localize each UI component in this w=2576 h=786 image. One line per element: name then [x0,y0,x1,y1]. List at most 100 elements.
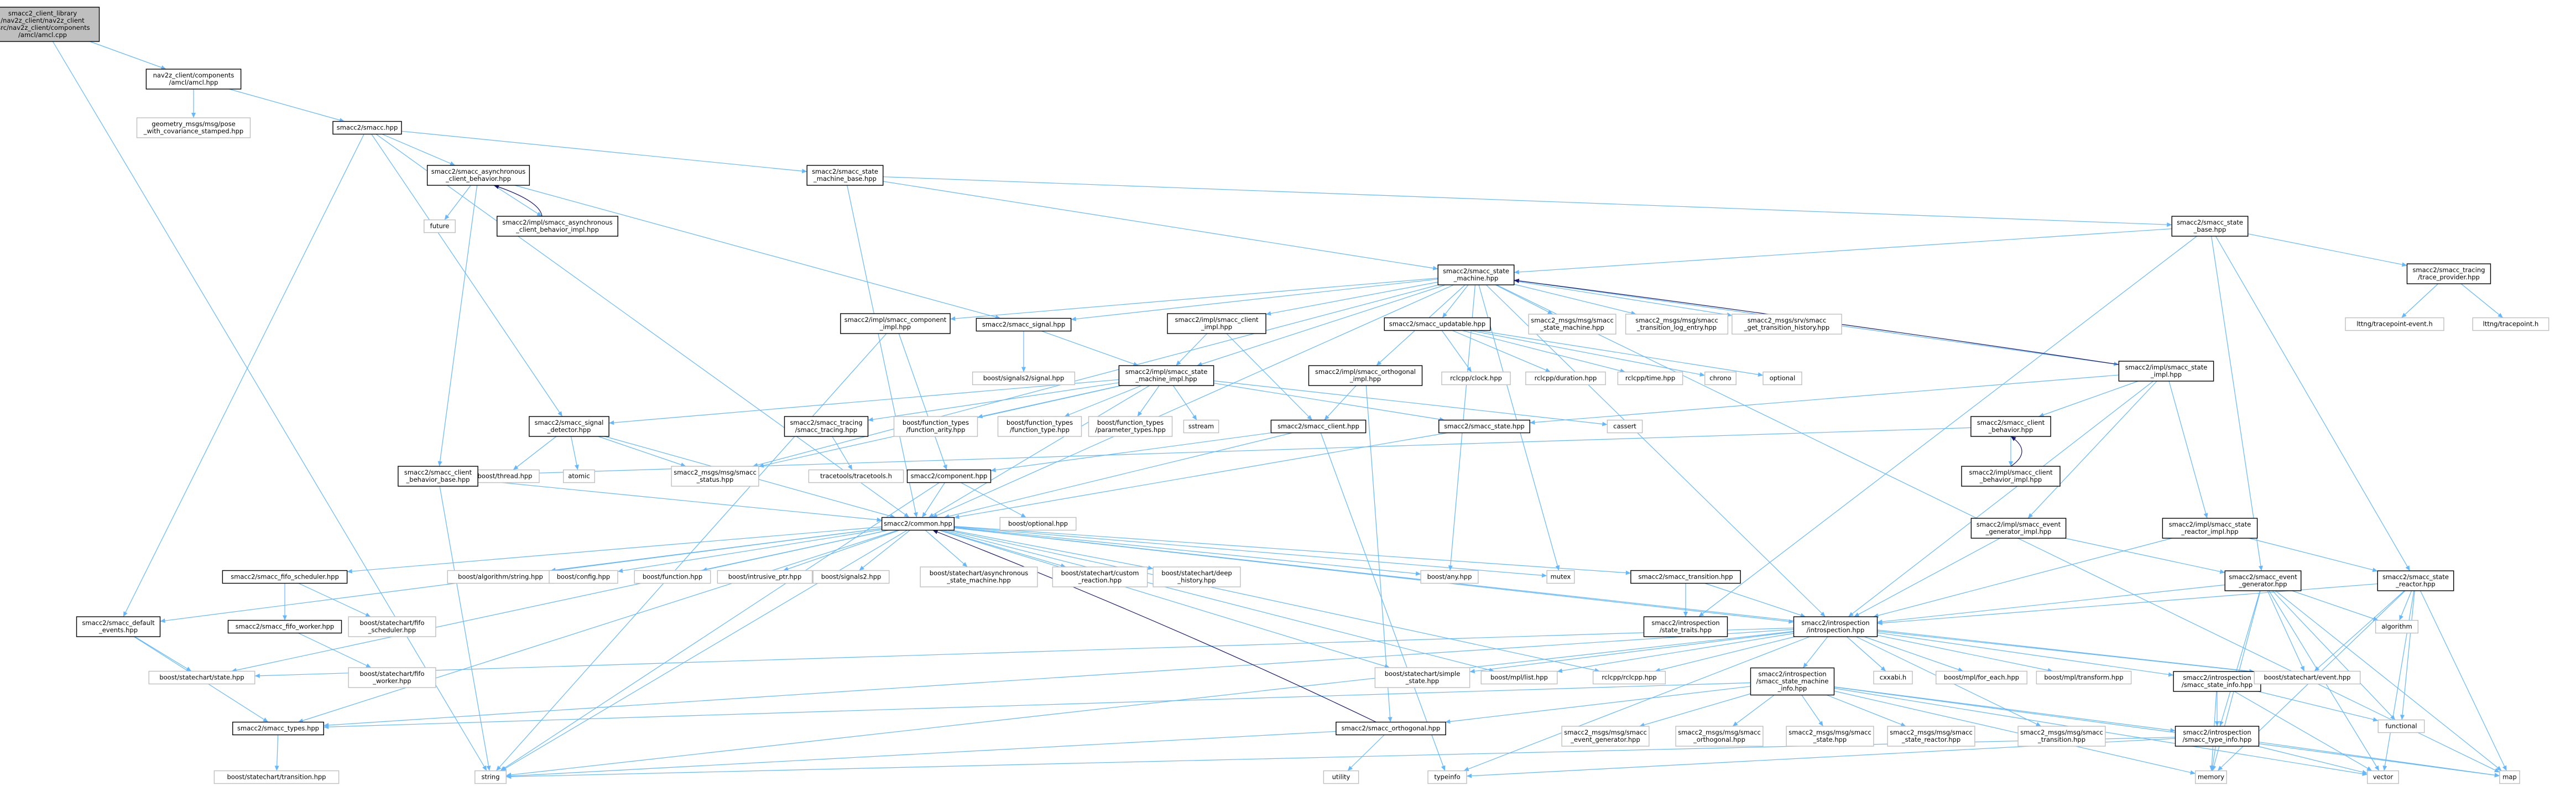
node-label-line: smacc2_msgs/srv/smacc [1748,316,1827,324]
edge-sm-info-to-msg-state-reactor [1826,694,1906,727]
node-common[interactable]: smacc2/common.hpp [881,517,955,531]
node-types-hpp[interactable]: smacc2/smacc_types.hpp [232,721,324,736]
node-orthogonal-hpp[interactable]: smacc2/smacc_orthogonal.hpp [1336,721,1446,736]
edge-event-gen-impl-to-event-generator [2064,538,2225,574]
edge-state-reactor-to-map [2420,590,2507,771]
edge-type-info-to-memory [2210,746,2216,771]
edge-arrowhead [2314,666,2320,672]
node-async-cb[interactable]: smacc2/smacc_asynchronous_client_behavio… [426,165,530,186]
node-label-line: string [481,773,499,781]
node-root[interactable]: smacc2_client_library/nav2z_client/nav2z… [0,7,100,42]
node-box [997,416,1082,437]
node-introspection[interactable]: smacc2/introspection/introspection.hpp [1793,616,1878,637]
node-client-hpp[interactable]: smacc2/smacc_client.hpp [1270,419,1367,434]
edge-state-reactor-to-functional [2400,590,2415,720]
node-client-behavior[interactable]: smacc2/smacc_client_behavior.hpp [1970,416,2051,437]
node-signal-detector[interactable]: smacc2/smacc_signal_detector.hpp [529,416,609,437]
node-label-line: /introspection.hpp [1807,626,1865,634]
node-orthogonal-impl[interactable]: smacc2/impl/smacc_orthogonal_impl.hpp [1308,365,1423,386]
node-box [398,466,478,487]
edge-event-gen-impl-to-introspection [1854,538,2000,617]
node-label-line: /nav2z_client/nav2z_client [1,17,85,24]
node-amcl-hpp[interactable]: nav2z_client/components/amcl/amcl.hpp [145,69,242,90]
node-sm-info[interactable]: smacc2/introspection/smacc_state_machine… [1750,667,1835,696]
edge-arrowhead [1441,765,1446,771]
edge-arrowhead [2497,313,2503,318]
edge-state-machine-to-updatable [1442,284,1469,318]
edge-arrowhead [536,211,543,216]
node-type-info[interactable]: smacc2/introspection/smacc_type_info.hpp [2175,726,2260,747]
node-box [1936,670,2027,685]
node-event-generator[interactable]: smacc2/smacc_event_generator.hpp [2224,570,2302,591]
node-state-reactor-impl[interactable]: smacc2/impl/smacc_state_reactor_impl.hpp [2162,518,2258,539]
node-updatable[interactable]: smacc2/smacc_updatable.hpp [1384,317,1491,331]
node-label: map [2502,773,2517,781]
node-tracing-trace[interactable]: smacc2/smacc_tracing/trace_provider.hpp [2406,263,2491,284]
edge-line [1530,374,2119,423]
node-client-behavior-impl[interactable]: smacc2/impl/smacc_client_behavior_impl.h… [1961,466,2061,487]
node-state-hpp[interactable]: smacc2/smacc_state.hpp [1438,419,1530,434]
node-box [529,416,609,437]
edge-sm-base-to-state-machine [883,181,1438,270]
node-state-impl[interactable]: smacc2/impl/smacc_state_impl.hpp [2118,361,2214,382]
edge-line [513,436,557,470]
edge-arrowhead [1148,565,1154,570]
node-component-hpp[interactable]: smacc2/component.hpp [906,469,992,483]
node-state-reactor[interactable]: smacc2/smacc_state_reactor.hpp [2377,570,2454,591]
edge-arrowhead [680,462,686,467]
node-event-gen-impl[interactable]: smacc2/impl/smacc_event_generator_impl.h… [1970,518,2067,539]
node-box [806,165,884,186]
edge-line [1462,330,1625,373]
edge-arrowhead [922,512,927,518]
edge-tracing-hpp-to-tracetools [832,436,853,470]
edge-introspection-to-sm-info [1802,636,1828,668]
node-label: smacc2/smacc_asynchronous_client_behavio… [431,168,526,183]
node-client-impl[interactable]: smacc2/impl/smacc_client_impl.hpp [1167,313,1266,334]
node-label: smacc2/impl/smacc_client_behavior_impl.h… [1969,469,2053,483]
node-state-machine[interactable]: smacc2/smacc_state_machine.hpp [1437,264,1515,285]
node-label-line: _machine_impl.hpp [1135,375,1197,383]
node-label-line: boost/optional.hpp [1008,520,1068,528]
node-state-base[interactable]: smacc2/smacc_state_base.hpp [2171,216,2249,237]
edge-line [1834,686,2500,777]
node-label-line: smacc2/smacc_updatable.hpp [1389,320,1485,328]
node-async-cb-impl[interactable]: smacc2/impl/smacc_asynchronous_client_be… [497,216,618,237]
node-label: sstream [1188,423,1214,430]
node-smacc-hpp[interactable]: smacc2/smacc.hpp [332,121,402,135]
node-state-info[interactable]: smacc2/introspection/smacc_state_info.hp… [2173,671,2261,692]
edge-arrowhead [943,464,947,470]
edge-line [832,436,853,470]
edge-arrowhead [609,420,614,425]
node-box [1793,616,1878,637]
node-label-line: smacc2/smacc_client [1977,419,2045,426]
node-default-events[interactable]: smacc2/smacc_default_events.hpp [76,616,161,637]
node-label-line: boost/any.hpp [1427,573,1472,581]
edge-common-to-boost-config [617,529,882,573]
edge-arrowhead [1877,621,1883,626]
node-box [1270,419,1367,434]
edge-arrowhead [2374,765,2379,771]
node-state-traits[interactable]: smacc2/introspection/state_traits.hpp [1643,616,1728,637]
node-signal-hpp[interactable]: smacc2/smacc_signal.hpp [976,317,1072,332]
node-fifo-worker[interactable]: smacc2/smacc_fifo_worker.hpp [227,620,342,634]
node-fifo-scheduler[interactable]: smacc2/smacc_fifo_scheduler.hpp [222,570,348,584]
edge-line [928,385,1150,518]
node-sm-impl[interactable]: smacc2/impl/smacc_state_machine_impl.hpp [1118,365,1214,386]
edge-arrowhead [2300,665,2304,672]
node-tracing-hpp[interactable]: smacc2/smacc_tracing/smacc_tracing.hpp [784,416,869,437]
edge-arrowhead [2210,766,2215,771]
edge-arrowhead [160,65,166,70]
node-box [812,570,890,584]
node-client-behavior-base[interactable]: smacc2/smacc_client_behavior_base.hpp [398,466,478,487]
edge-arrowhead [990,467,996,472]
edge-line [2267,590,2305,672]
node-sm-base[interactable]: smacc2/smacc_state_machine_base.hpp [806,165,884,186]
edge-type-info-to-vector [2257,746,2368,774]
node-label: lttng/tracepoint.h [2483,320,2539,328]
node-component-impl[interactable]: smacc2/impl/smacc_component_impl.hpp [840,313,951,334]
node-label-line: smacc2/smacc_fifo_scheduler.hpp [231,573,339,581]
node-transition-hpp[interactable]: smacc2/smacc_transition.hpp [1630,570,1741,584]
node-label-line: smacc2_msgs/msg/smacc [2020,728,2103,736]
node-ft-param: boost/function_types/parameter_types.hpp [1088,416,1173,437]
edge-line [90,41,166,70]
